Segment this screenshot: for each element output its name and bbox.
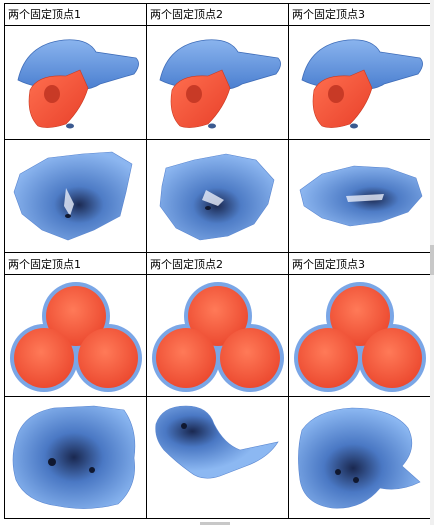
disc-parameterization-row [4,396,431,519]
flattened-mesh-image [159,153,274,241]
header-cell-2: 两个固定顶点2 [146,252,289,276]
cap-cell-3 [288,24,431,140]
cap-model-row [4,24,431,140]
disc-cell-3 [288,274,431,397]
vertical-scrollbar[interactable] [430,0,434,525]
disc-flat-cell-1 [4,396,147,519]
figure-table: 两个固定顶点1 两个固定顶点2 两个固定顶点3 [4,3,431,519]
cap-cell-2 [146,24,289,140]
header-row-top: 两个固定顶点1 两个固定顶点2 两个固定顶点3 [4,3,431,26]
flattened-mesh-image [299,165,422,227]
flattened-mesh-image [13,151,132,241]
header-cell-2: 两个固定顶点2 [146,3,289,26]
cap-model-image [301,39,423,129]
cap-model-image [17,39,139,129]
cap-flat-cell-2 [146,138,289,254]
cap-flat-cell-3 [288,138,431,254]
cap-parameterization-row [4,138,431,254]
three-disc-model-image [9,281,142,392]
scrollbar-thumb[interactable] [430,245,434,275]
disc-cell-2 [146,274,289,397]
cap-model-image [159,39,281,129]
three-disc-model-image [293,281,426,392]
header-cell-3: 两个固定顶点3 [288,3,431,26]
cap-flat-cell-1 [4,138,147,254]
header-row-bottom: 两个固定顶点1 两个固定顶点2 两个固定顶点3 [4,252,431,276]
disc-model-row [4,274,431,397]
three-disc-model-image [151,281,284,392]
flattened-mesh-image [297,407,421,508]
flattened-mesh-image [12,405,135,509]
disc-cell-1 [4,274,147,397]
header-cell-1: 两个固定顶点1 [4,252,147,276]
disc-flat-cell-3 [288,396,431,519]
flattened-mesh-image [154,405,279,479]
header-cell-3: 两个固定顶点3 [288,252,431,276]
header-cell-1: 两个固定顶点1 [4,3,147,26]
cap-cell-1 [4,24,147,140]
page-bottom-marker [200,522,230,525]
disc-flat-cell-2 [146,396,289,519]
